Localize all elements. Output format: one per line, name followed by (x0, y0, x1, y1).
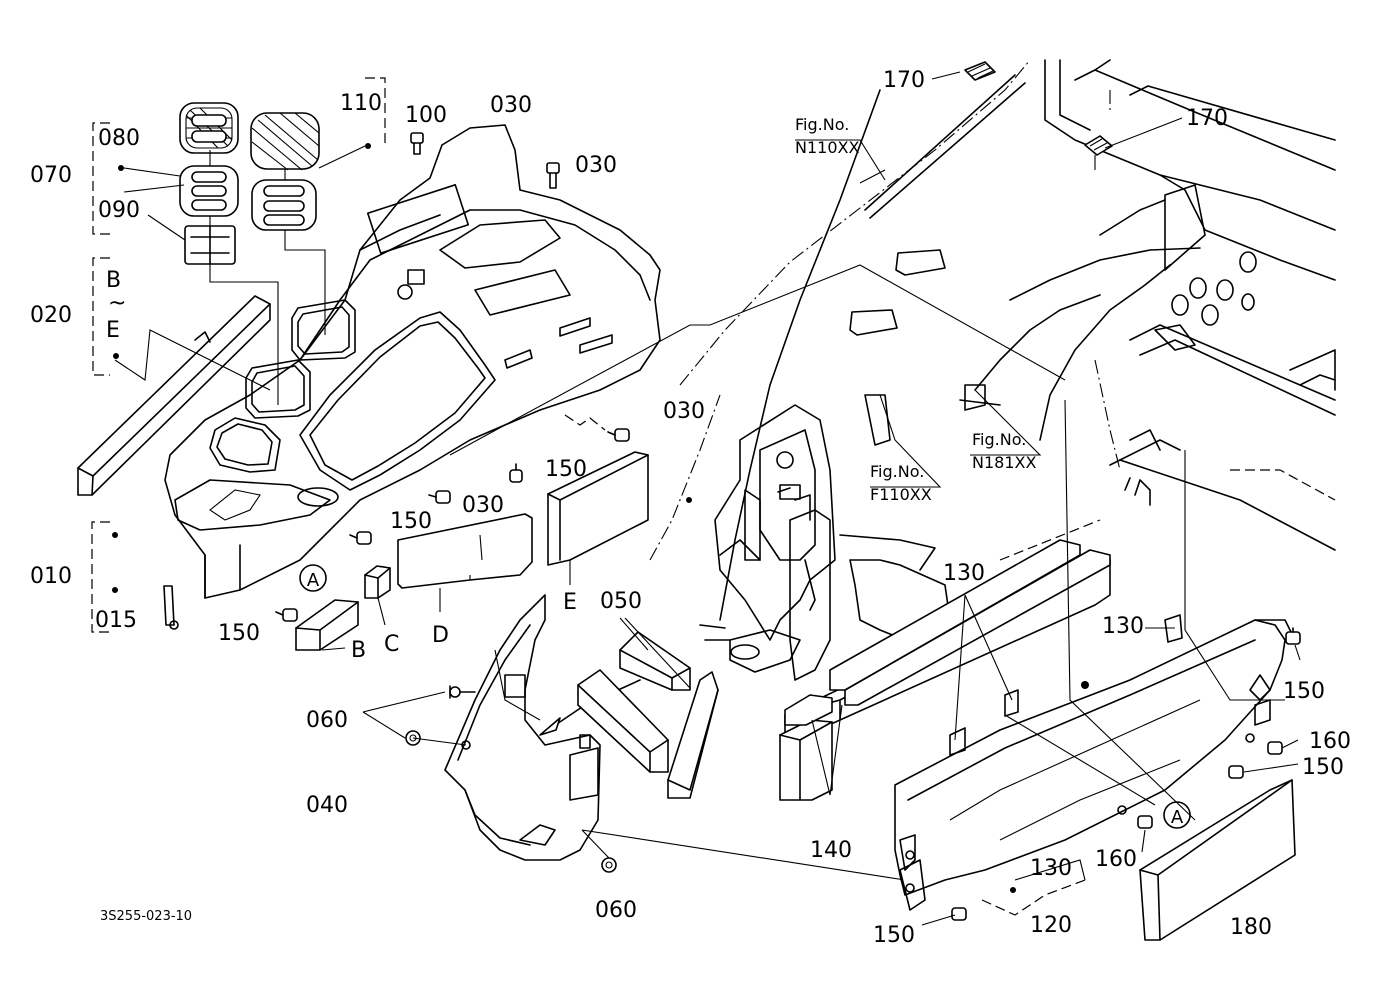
svg-text:100: 100 (405, 103, 447, 128)
decal-inner-110 (251, 179, 317, 231)
svg-text:A: A (307, 570, 320, 591)
callout-labels: 170 170 110 100 030 030 080 070 090 020 … (30, 68, 1351, 948)
fig-ref-f110xx: Fig.No. F110XX (870, 462, 932, 504)
bolts-right (951, 627, 1301, 921)
bracket-dots (112, 143, 1016, 893)
decal-080 (179, 102, 239, 154)
marker-a-right: A (1163, 801, 1191, 829)
svg-text:110: 110 (340, 91, 382, 116)
svg-text:060: 060 (595, 898, 637, 923)
decal-090 (184, 225, 236, 265)
svg-text:060: 060 (306, 708, 348, 733)
svg-text:Fig.No.: Fig.No. (870, 462, 924, 481)
svg-text:030: 030 (663, 399, 705, 424)
svg-text:N181XX: N181XX (972, 453, 1036, 472)
foam-180 (1139, 779, 1296, 941)
svg-text:120: 120 (1030, 913, 1072, 938)
svg-text:E: E (563, 590, 577, 615)
svg-text:080: 080 (98, 126, 140, 151)
foam-d (397, 513, 533, 589)
svg-text:~: ~ (108, 291, 126, 316)
svg-text:050: 050 (600, 589, 642, 614)
svg-text:090: 090 (98, 198, 140, 223)
svg-text:150: 150 (218, 621, 260, 646)
foam-e (547, 451, 649, 566)
svg-text:B: B (351, 638, 366, 663)
diagram-code: 3S255-023-10 (100, 909, 192, 924)
cover-040 (444, 594, 601, 861)
svg-text:160: 160 (1309, 729, 1351, 754)
svg-text:160: 160 (1095, 847, 1137, 872)
svg-text:150: 150 (1283, 679, 1325, 704)
decal-070 (179, 165, 239, 217)
svg-text:040: 040 (306, 793, 348, 818)
svg-text:Fig.No.: Fig.No. (972, 430, 1026, 449)
svg-text:150: 150 (1302, 755, 1344, 780)
svg-text:130: 130 (1102, 614, 1144, 639)
svg-text:010: 010 (30, 564, 72, 589)
svg-text:070: 070 (30, 163, 72, 188)
svg-text:E: E (106, 318, 120, 343)
decal-110 (250, 112, 320, 171)
fig-ref-n110xx: Fig.No. N110XX (795, 115, 859, 157)
svg-text:C: C (384, 632, 399, 657)
group-brackets (91, 77, 606, 633)
svg-text:150: 150 (545, 457, 587, 482)
strip-020 (77, 295, 271, 496)
svg-text:030: 030 (575, 153, 617, 178)
bolts-left (163, 132, 630, 630)
foam-b (295, 599, 359, 651)
svg-text:030: 030 (462, 493, 504, 518)
svg-text:170: 170 (1186, 106, 1228, 131)
svg-text:030: 030 (490, 93, 532, 118)
bracket-frame (714, 384, 1001, 681)
svg-text:140: 140 (810, 838, 852, 863)
svg-text:N110XX: N110XX (795, 138, 859, 157)
svg-text:150: 150 (873, 923, 915, 948)
foam-140 (779, 539, 1111, 801)
svg-text:A: A (1171, 807, 1184, 828)
svg-text:Fig.No.: Fig.No. (795, 115, 849, 134)
fig-ref-n181xx: Fig.No. N181XX (972, 430, 1036, 472)
panel-cover-010 (164, 124, 661, 599)
chassis-frame (974, 59, 1336, 561)
foam-050 (577, 631, 719, 799)
svg-text:130: 130 (943, 561, 985, 586)
side-panel-120 (894, 614, 1296, 911)
svg-text:180: 180 (1230, 915, 1272, 940)
svg-text:B: B (106, 268, 121, 293)
small-plates (699, 249, 946, 673)
svg-text:D: D (432, 623, 449, 648)
svg-text:170: 170 (883, 68, 925, 93)
svg-text:F110XX: F110XX (870, 485, 932, 504)
svg-text:130: 130 (1030, 856, 1072, 881)
marker-a-left: A (299, 564, 327, 592)
pad-170 (964, 61, 1113, 170)
svg-text:020: 020 (30, 303, 72, 328)
svg-text:015: 015 (95, 608, 137, 633)
svg-text:150: 150 (390, 509, 432, 534)
foam-c (364, 565, 391, 599)
